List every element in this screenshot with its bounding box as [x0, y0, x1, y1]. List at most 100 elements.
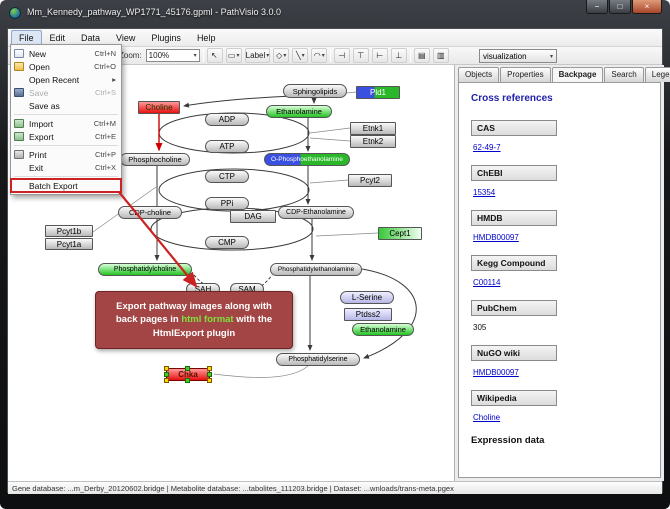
- menu-item-icon: [14, 150, 24, 159]
- select-tool-button[interactable]: ↖: [206, 48, 223, 63]
- tab-properties[interactable]: Properties: [500, 67, 551, 82]
- menu-item-icon: [14, 49, 24, 58]
- selection-handle[interactable]: [164, 378, 169, 383]
- selection-handle[interactable]: [185, 378, 190, 383]
- toolbar-item: [410, 49, 412, 62]
- toolbar-item: [202, 49, 204, 62]
- toolbar-item: [330, 49, 332, 62]
- label-tool-button[interactable]: Label▾: [244, 48, 271, 63]
- pathway-node[interactable]: Ptdss2: [344, 308, 392, 321]
- align-right-button[interactable]: ⊢: [372, 48, 389, 63]
- pathway-node[interactable]: Pcyt2: [348, 174, 392, 187]
- menu-item: [14, 176, 118, 177]
- tab-objects[interactable]: Objects: [458, 67, 500, 82]
- arc-tool-button[interactable]: ◠▾: [311, 48, 328, 63]
- selection-handle[interactable]: [207, 371, 212, 377]
- cross-reference-link[interactable]: C00114: [473, 278, 501, 287]
- pathway-node[interactable]: Ethanolamine: [266, 105, 332, 118]
- menu-item-icon: [14, 181, 24, 190]
- pathway-node[interactable]: Etnk2: [350, 135, 396, 148]
- menu-item-batch-export[interactable]: Batch Export: [10, 178, 122, 193]
- tab-search[interactable]: Search: [604, 67, 644, 82]
- pathway-node[interactable]: Phosphatidylserine: [276, 353, 360, 366]
- menu-item-exit[interactable]: Exit Ctrl+X: [11, 161, 121, 174]
- statusbar: Gene database: ...m_Derby_20120602.bridg…: [8, 481, 662, 494]
- zoom-label[interactable]: Zoom:: [119, 51, 142, 60]
- menu-item-new[interactable]: New Ctrl+N: [11, 47, 121, 60]
- menu-item-save[interactable]: Save Ctrl+S: [11, 86, 121, 99]
- pathway-node[interactable]: Chka: [164, 366, 212, 383]
- cross-reference-link[interactable]: 15354: [473, 188, 496, 197]
- pathway-node[interactable]: L-Serine: [340, 291, 394, 304]
- pathway-node[interactable]: Phosphocholine: [120, 153, 190, 166]
- shape-tool-button[interactable]: ◇▾: [273, 48, 290, 63]
- pathway-node[interactable]: ADP: [205, 113, 249, 126]
- cross-reference-link[interactable]: Choline: [473, 413, 501, 422]
- pathway-node[interactable]: Phosphatidylcholine: [98, 263, 192, 276]
- annotation-callout: Export pathway images along with back pa…: [95, 291, 293, 349]
- menu-data[interactable]: Data: [81, 32, 101, 43]
- align-bottom-button[interactable]: ⊥: [391, 48, 408, 63]
- zoom-combobox[interactable]: 100%▾: [145, 49, 200, 62]
- tab-backpage[interactable]: Backpage: [551, 67, 604, 82]
- selection-handle[interactable]: [164, 366, 169, 371]
- pathway-node[interactable]: Pcyt1a: [45, 238, 93, 250]
- section-hmdb: HMDB HMDB00097: [471, 210, 648, 242]
- pathway-node[interactable]: DAG: [230, 210, 276, 223]
- pathway-node[interactable]: PPi: [205, 197, 249, 210]
- menu-item-print[interactable]: Print Ctrl+P: [11, 148, 121, 161]
- pathway-node[interactable]: Sphingolipids: [283, 84, 347, 98]
- menu-item-open[interactable]: Open Ctrl+O: [11, 60, 121, 73]
- visualization-dropdown[interactable]: visualization ▾: [479, 49, 557, 63]
- datanode-tool-button[interactable]: ▭▾: [225, 48, 242, 63]
- pathway-node[interactable]: CTP: [205, 170, 249, 183]
- pathway-node[interactable]: Pcyt1b: [45, 225, 93, 237]
- menu-item-import[interactable]: Import Ctrl+M: [11, 117, 121, 130]
- section-chebi: ChEBI 15354: [471, 165, 648, 197]
- menu-item-open-recent[interactable]: Open Recent ▸: [11, 73, 121, 86]
- menu-item-export[interactable]: Export Ctrl+E: [11, 130, 121, 143]
- minimize-button[interactable]: −: [586, 0, 608, 14]
- pathway-node[interactable]: Pld1: [356, 86, 400, 99]
- align-left-button[interactable]: ⊣: [334, 48, 351, 63]
- cross-reference-link[interactable]: HMDB00097: [473, 368, 519, 377]
- pathway-node[interactable]: CDP-choline: [118, 206, 182, 219]
- pathway-node[interactable]: Ethanolamine: [352, 323, 414, 336]
- pathway-node[interactable]: Etnk1: [350, 122, 396, 135]
- database-name-label: PubChem: [471, 300, 557, 316]
- pathway-node[interactable]: CDP-Ethanolamine: [278, 206, 354, 219]
- cross-reference-link[interactable]: 305: [473, 323, 487, 332]
- menu-edit[interactable]: Edit: [49, 32, 66, 43]
- selection-handle[interactable]: [164, 371, 169, 377]
- maximize-button[interactable]: □: [609, 0, 631, 14]
- distribute-horizontal-button[interactable]: ▤: [414, 48, 431, 63]
- database-name-label: Kegg Compound: [471, 255, 557, 271]
- menu-view[interactable]: View: [116, 32, 136, 43]
- menu-item-save-as[interactable]: Save as: [11, 99, 121, 112]
- section-wikipedia: Wikipedia Choline: [471, 390, 648, 422]
- cross-reference-link[interactable]: 62-49-7: [473, 143, 501, 152]
- selection-handle[interactable]: [185, 366, 190, 371]
- pathway-node[interactable]: O-Phosphoethanolamine: [264, 153, 350, 166]
- cross-reference-link[interactable]: HMDB00097: [473, 233, 519, 242]
- close-button[interactable]: ×: [632, 0, 662, 14]
- pathway-node[interactable]: CMP: [205, 236, 249, 249]
- align-top-button[interactable]: ⊤: [353, 48, 370, 63]
- menu-item: [14, 114, 118, 115]
- menu-help[interactable]: Help: [196, 32, 216, 43]
- menu-item-icon: [14, 132, 24, 141]
- pathway-node[interactable]: Choline: [138, 101, 180, 114]
- pathway-node[interactable]: Phosphatidylethanolamine: [270, 263, 362, 276]
- distribute-vertical-button[interactable]: ▥: [433, 48, 450, 63]
- pathvisio-app-icon: [9, 7, 21, 19]
- menu-plugins[interactable]: Plugins: [151, 32, 181, 43]
- highlighted-text: html format: [181, 314, 234, 326]
- pathway-node[interactable]: ATP: [205, 140, 249, 153]
- tab-legend[interactable]: Legend: [644, 67, 670, 82]
- selection-handle[interactable]: [207, 378, 212, 383]
- chevron-down-icon: ▾: [301, 53, 305, 59]
- selection-handle[interactable]: [207, 366, 212, 371]
- pathway-node[interactable]: Cept1: [378, 227, 422, 240]
- line-tool-button[interactable]: ╲▾: [292, 48, 309, 63]
